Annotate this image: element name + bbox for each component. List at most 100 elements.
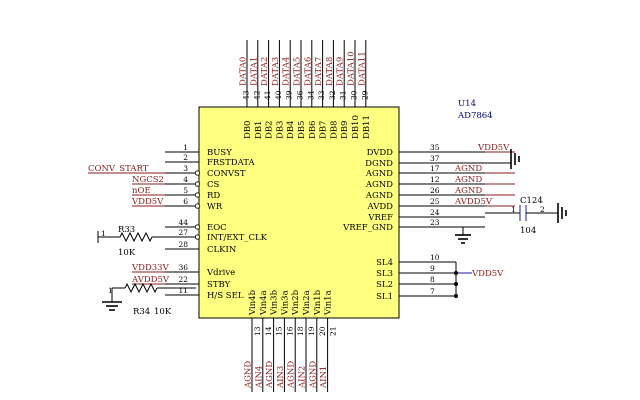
- pin-name: AGND: [365, 191, 393, 201]
- pin-name: CS: [207, 180, 220, 190]
- pin-name: RD: [207, 191, 220, 201]
- pin-number: 17: [430, 164, 440, 173]
- pin-name: SL2: [376, 280, 393, 290]
- c124-capacitor-circuit[interactable]: C124 104 1 2: [485, 196, 567, 236]
- pin-number: 36: [178, 263, 188, 272]
- bottom-pin-group: Vin4b13AGNDVin4a14AIN4Vin3b15AGNDVin3a16…: [244, 289, 338, 392]
- pin-number: 27: [178, 228, 188, 237]
- pin-name: DB3: [275, 121, 285, 139]
- c124-pin1-number: 1: [511, 205, 516, 214]
- pin-number: 9: [430, 264, 435, 273]
- pin-name: DB4: [286, 121, 296, 139]
- pin-name: CONVST: [207, 169, 246, 179]
- pin-number: 15: [275, 326, 284, 336]
- net-label: AIN2: [298, 366, 308, 389]
- pin-name: FRSTDATA: [207, 158, 255, 168]
- pin-name: BUSY: [207, 148, 232, 158]
- r33-ref: R33: [118, 225, 135, 235]
- pin-name: SL4: [376, 258, 393, 268]
- net-label: DATA9: [336, 57, 346, 86]
- pin-name: CLKIN: [207, 245, 237, 255]
- chip-body[interactable]: [198, 106, 400, 319]
- pin-number: 21: [329, 326, 338, 336]
- pin-number: 28: [178, 240, 188, 249]
- net-label: DATA5: [293, 57, 303, 86]
- pin-name: DB0: [243, 121, 253, 139]
- pin-name: Vin1a: [324, 290, 334, 316]
- net-label: DATA8: [325, 57, 335, 86]
- pin-number: 23: [430, 218, 440, 227]
- r33-resistor-circuit[interactable]: 1 R33 10K: [97, 225, 196, 258]
- c124-pin2-number: 2: [540, 205, 545, 214]
- pin-number: 42: [252, 90, 261, 100]
- net-label: AGND: [265, 361, 275, 389]
- pin-name: DVDD: [367, 148, 394, 158]
- r34-resistor-circuit[interactable]: 1 R34 10K: [102, 282, 196, 317]
- pin-name: VREF: [367, 213, 393, 223]
- left-pin-h-s-sel[interactable]: 11H/S SEL: [165, 286, 244, 301]
- pin-name: SL3: [376, 269, 393, 279]
- pin-name: Vdrive: [206, 268, 235, 278]
- pin-name: DB6: [308, 121, 318, 139]
- pin-number: 1: [183, 143, 188, 152]
- sl-junction-dot: [454, 282, 458, 286]
- dgnd-ground-symbol: [510, 149, 520, 169]
- sl-junction-dot: [454, 294, 458, 298]
- pin-name: Vin2a: [302, 290, 312, 316]
- pin-name: DB11: [362, 115, 372, 139]
- net-label: AVDD5V: [454, 197, 493, 207]
- pin-name: DGND: [365, 159, 393, 169]
- pin-number: 36: [296, 90, 305, 100]
- net-label: DATA1: [249, 57, 259, 86]
- pin-number: 37: [430, 154, 440, 163]
- pin-number: 26: [430, 186, 440, 195]
- left-pin-group: 1BUSY2FRSTDATA3CONVSTCONV_START4CSNGCS25…: [88, 143, 268, 301]
- pin-name: Vin2b: [291, 289, 301, 316]
- pin-name: STBY: [207, 280, 231, 290]
- pin-number: 20: [318, 326, 327, 336]
- pin-number: 22: [178, 275, 188, 284]
